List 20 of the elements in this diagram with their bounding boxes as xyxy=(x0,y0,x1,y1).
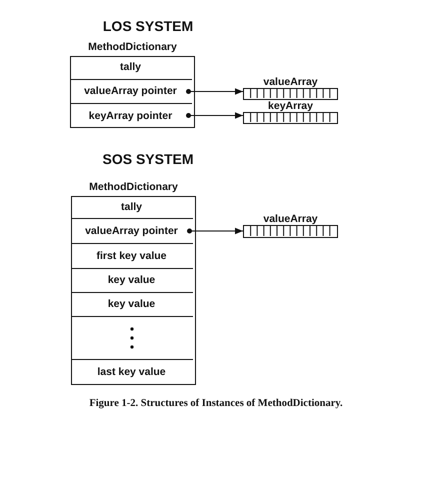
field-label: keyArray pointer xyxy=(88,110,172,122)
array-title: valueArray xyxy=(263,76,318,88)
field-label: key value xyxy=(108,298,156,310)
array-title: keyArray xyxy=(268,100,313,112)
field-label: last key value xyxy=(97,366,166,378)
field-label: tally xyxy=(120,61,141,73)
record-title: MethodDictionary xyxy=(89,181,178,193)
section-heading: LOS SYSTEM xyxy=(102,18,194,34)
record-title: MethodDictionary xyxy=(88,41,177,53)
field-label: key value xyxy=(108,274,156,286)
field-label: tally xyxy=(120,200,142,212)
pointer-arrow xyxy=(187,228,243,234)
section-heading: SOS SYSTEM xyxy=(102,151,194,167)
field-label: valueArray pointer xyxy=(85,224,178,236)
field-label: valueArray pointer xyxy=(84,85,177,97)
figure-caption: Figure 1-2. Structures of Instances of MethodDictionary. xyxy=(89,398,343,409)
array-title: valueArray xyxy=(263,213,318,225)
pointer-arrow xyxy=(186,88,243,95)
field-label: first key value xyxy=(96,250,167,262)
pointer-arrow xyxy=(186,112,243,119)
